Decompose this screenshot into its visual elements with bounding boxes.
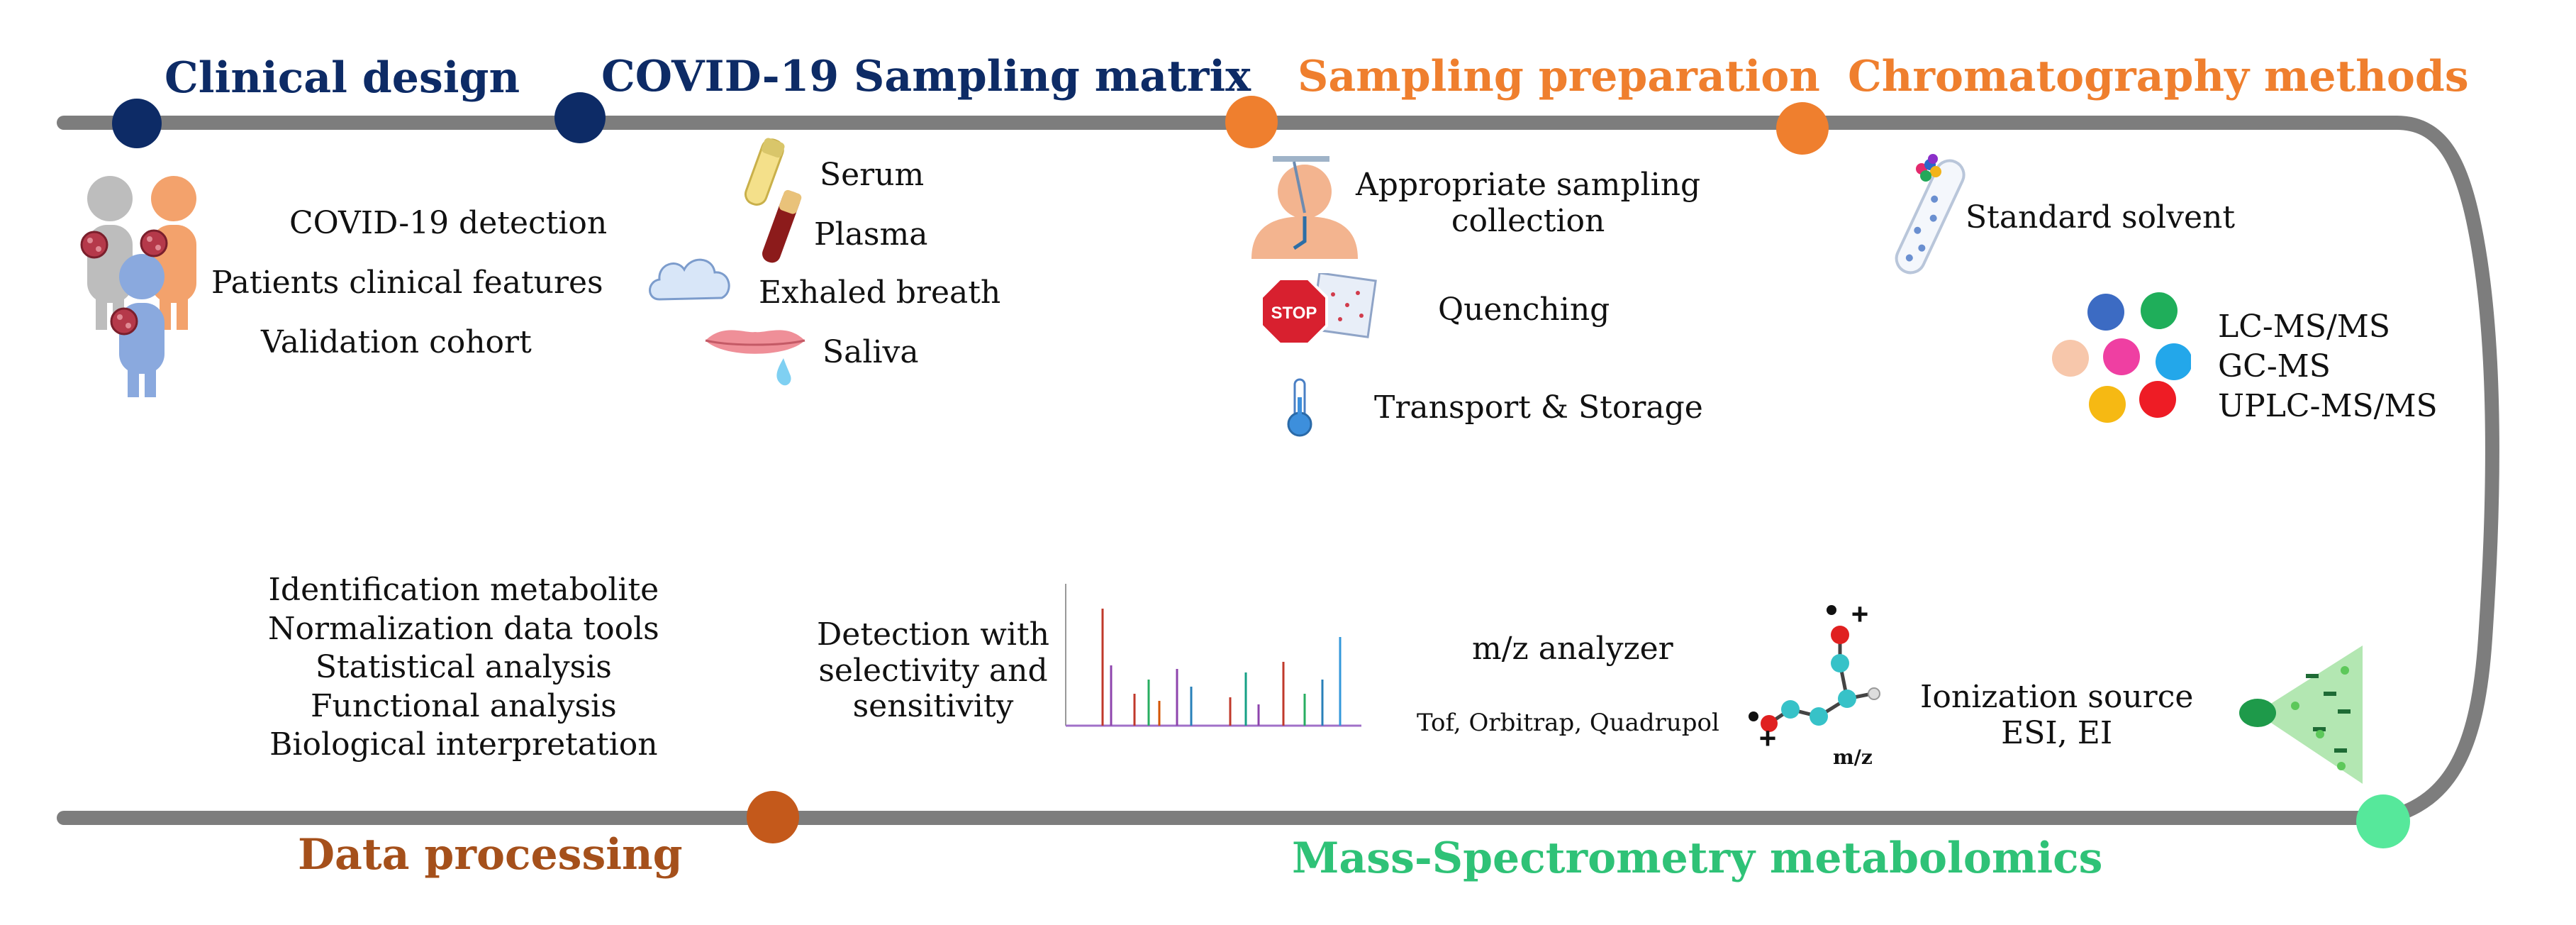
people-virus-icon <box>80 176 196 397</box>
track-line <box>57 116 2499 825</box>
dp-item-5: Biological interpretation <box>269 726 658 763</box>
serum-tube-icon <box>744 138 785 206</box>
breath-cloud-icon <box>649 258 730 301</box>
title-data-processing: Data processing <box>298 830 683 880</box>
thermometer-icon <box>1287 378 1312 437</box>
ms-ionization-line2: ESI, EI <box>2001 714 2113 751</box>
chrom-method-2: GC-MS <box>2218 348 2331 384</box>
ms-analyzer-types: Tof, Orbitrap, Quadrupol <box>1417 709 1719 737</box>
ms-detection-label: Detection with selectivity and sensitivi… <box>817 616 1050 725</box>
matrix-plasma-label: Plasma <box>814 216 928 253</box>
title-sampling-matrix: COVID-19 Sampling matrix <box>601 52 1251 101</box>
test-tube-icon <box>1895 154 1966 275</box>
ms-analyzer-label: m/z analyzer <box>1472 631 1673 667</box>
svg-text:+: + <box>1759 721 1777 755</box>
node-clinical-design <box>112 99 162 148</box>
swab-collection-icon <box>1251 156 1358 259</box>
dp-item-4: Functional analysis <box>311 687 617 724</box>
matrix-saliva-label: Saliva <box>823 334 919 370</box>
chrom-solvent-label: Standard solvent <box>1966 199 2236 236</box>
title-clinical-design: Clinical design <box>165 53 520 103</box>
clinical-item-2: Patients clinical features <box>211 265 603 301</box>
stop-sign-icon: STOP <box>1260 273 1377 345</box>
spectrum-icon <box>1065 584 1361 727</box>
title-sampling-preparation: Sampling preparation <box>1298 52 1820 101</box>
molecule-ion-icon: + + <box>1749 603 1880 755</box>
title-chromatography: Chromatography methods <box>1848 52 2469 101</box>
svg-text:+: + <box>1851 603 1869 631</box>
chrom-method-1: LC-MS/MS <box>2218 309 2390 345</box>
prep-quenching-label: Quenching <box>1438 292 1610 328</box>
node-mass-spec <box>2356 794 2410 848</box>
dp-item-2: Normalization data tools <box>268 610 659 647</box>
ms-detection-line2: selectivity and <box>818 652 1048 689</box>
node-sampling-preparation <box>1225 96 1278 148</box>
dp-item-1: Identification metabolite <box>268 572 659 608</box>
prep-collection-label: Appropriate sampling collection <box>1356 167 1700 239</box>
clinical-item-3: Validation cohort <box>261 324 532 360</box>
ion-cone-icon <box>2239 646 2363 784</box>
ms-molecule-label: m/z <box>1833 746 1873 769</box>
chrom-method-3: UPLC-MS/MS <box>2218 388 2438 424</box>
chromatography-dots-icon <box>2052 292 2191 423</box>
data-processing-list: Identification metabolite Normalization … <box>268 571 659 765</box>
prep-collection-line1: Appropriate sampling <box>1356 167 1701 203</box>
svg-text:STOP: STOP <box>1271 304 1317 323</box>
prep-collection-line2: collection <box>1451 202 1605 239</box>
ms-detection-line3: sensitivity <box>852 688 1014 725</box>
ms-ionization-label: Ionization source ESI, EI <box>1920 679 2194 751</box>
ms-ionization-line1: Ionization source <box>1920 679 2194 715</box>
matrix-breath-label: Exhaled breath <box>759 275 1001 311</box>
node-sampling-matrix <box>554 92 606 143</box>
node-chromatography <box>1776 102 1829 155</box>
ms-detection-line1: Detection with <box>817 616 1050 653</box>
plasma-tube-icon <box>762 189 802 263</box>
dp-item-3: Statistical analysis <box>315 649 612 686</box>
title-mass-spec: Mass-Spectrometry metabolomics <box>1292 833 2103 883</box>
prep-transport-label: Transport & Storage <box>1374 389 1703 426</box>
node-data-processing <box>747 791 799 843</box>
matrix-serum-label: Serum <box>820 157 925 193</box>
clinical-item-1: COVID-19 detection <box>289 205 608 241</box>
lips-icon <box>705 330 805 386</box>
